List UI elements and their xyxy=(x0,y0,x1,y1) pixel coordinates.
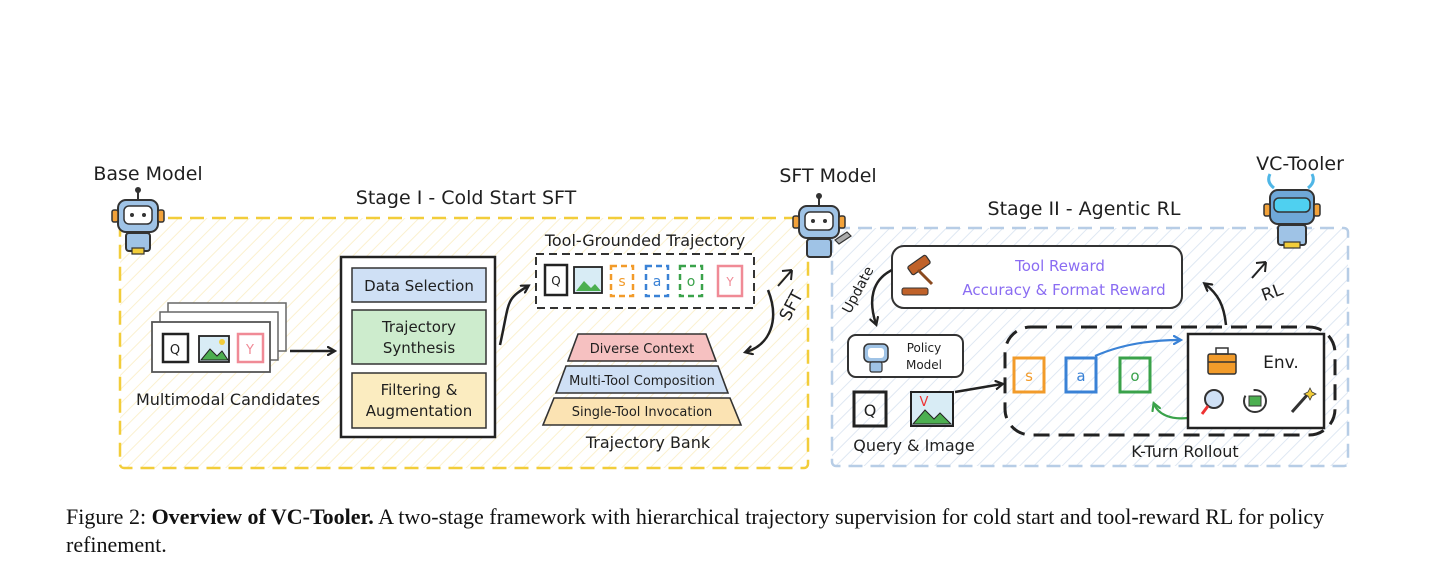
figure-caption: Figure 2: Overview of VC-Tooler. A two-s… xyxy=(66,503,1386,559)
svg-text:Q: Q xyxy=(170,343,180,358)
svg-text:a: a xyxy=(1076,367,1085,385)
multimodal-candidates-stack: Q Y xyxy=(151,302,287,373)
rollout-s-token xyxy=(1012,356,1046,394)
query-image-label: Query & Image xyxy=(853,436,974,455)
svg-text:Trajectory: Trajectory xyxy=(381,318,456,336)
svg-text:Synthesis: Synthesis xyxy=(383,339,456,357)
caption-rest: A two-stage framework with hierarchical … xyxy=(66,504,1325,557)
env-label: Env. xyxy=(1263,353,1299,373)
trajectory-synthesis-box xyxy=(351,309,487,365)
svg-text:V: V xyxy=(920,395,929,410)
filtering-box xyxy=(351,372,487,429)
toolbox-icon xyxy=(1207,347,1237,375)
tool-grounded-trajectory-label: Tool-Grounded Trajectory xyxy=(544,231,745,250)
svg-text:Filtering &: Filtering & xyxy=(381,381,458,399)
svg-text:Data Selection: Data Selection xyxy=(364,277,474,295)
arrow-env-to-observation xyxy=(1154,404,1189,420)
sft-model-robot-icon xyxy=(792,193,852,258)
sft-model-label: SFT Model xyxy=(779,165,876,187)
tool-grounded-trajectory-box xyxy=(535,253,755,309)
svg-text:Y: Y xyxy=(245,343,254,358)
base-model-robot-icon xyxy=(111,187,165,255)
reward-box xyxy=(891,245,1183,309)
svg-text:Single-Tool Invocation: Single-Tool Invocation xyxy=(572,405,713,420)
trajectory-bank-label: Trajectory Bank xyxy=(585,433,711,452)
arrow-trajectory-to-bank xyxy=(746,289,775,352)
multimodal-candidates-label: Multimodal Candidates xyxy=(136,390,320,409)
sft-arrow-icon xyxy=(777,269,793,287)
tool-reward-label: Tool Reward xyxy=(1014,257,1105,275)
svg-text:s: s xyxy=(618,274,625,290)
stage1-title: Stage I - Cold Start SFT xyxy=(356,187,577,209)
arrow-query-to-rollout xyxy=(954,384,1002,394)
answer-icon xyxy=(236,332,265,364)
zoom-icon xyxy=(1200,389,1224,415)
data-selection-box xyxy=(351,267,487,303)
vc-tooler-label: VC-Tooler xyxy=(1256,153,1344,175)
rotate-image-icon xyxy=(1243,389,1267,413)
svg-text:o: o xyxy=(1130,367,1139,385)
svg-text:Q: Q xyxy=(551,274,560,288)
query-image-image-icon: V xyxy=(910,391,954,427)
base-model-label: Base Model xyxy=(93,163,202,185)
accuracy-format-reward-label: Accuracy & Format Reward xyxy=(962,281,1165,299)
svg-text:s: s xyxy=(1025,367,1033,385)
svg-text:Model: Model xyxy=(906,358,942,372)
svg-text:Diverse Context: Diverse Context xyxy=(590,342,695,357)
svg-text:a: a xyxy=(653,274,662,290)
stage2-title: Stage II - Agentic RL xyxy=(988,198,1181,220)
magic-wand-icon xyxy=(1290,387,1317,413)
arrow-rollout-to-reward xyxy=(1205,284,1228,326)
vc-tooler-robot-icon xyxy=(1263,173,1321,249)
svg-text:o: o xyxy=(687,274,696,290)
k-turn-rollout-box xyxy=(1003,325,1337,437)
framework-diagram: Base Model SFT Model VC-Tooler Stage I -… xyxy=(93,153,1350,470)
query-icon xyxy=(161,332,190,364)
rollout-o-token xyxy=(1118,356,1152,394)
pyramid-top xyxy=(566,333,718,362)
svg-text:Y: Y xyxy=(725,275,734,289)
svg-text:Multi-Tool Composition: Multi-Tool Composition xyxy=(569,374,715,389)
svg-text:Policy: Policy xyxy=(907,341,942,355)
rl-arrow-icon xyxy=(1251,261,1267,279)
arrow-pipeline-to-trajectory xyxy=(498,286,528,346)
arrow-action-to-env xyxy=(1094,340,1180,358)
k-turn-rollout-label: K-Turn Rollout xyxy=(1131,442,1238,461)
svg-text:Augmentation: Augmentation xyxy=(366,402,472,420)
image-icon xyxy=(198,335,230,363)
env-box xyxy=(1186,332,1326,430)
arrow-reward-to-policy xyxy=(872,268,893,324)
rollout-a-token xyxy=(1064,356,1098,394)
query-image-query-icon xyxy=(852,390,888,428)
caption-prefix: Figure 2: xyxy=(66,504,152,529)
gavel-icon xyxy=(901,254,934,296)
svg-text:Q: Q xyxy=(864,401,877,420)
policy-robot-icon xyxy=(863,343,889,373)
caption-bold: Overview of VC-Tooler. xyxy=(151,504,374,529)
pyramid-bottom xyxy=(541,397,743,426)
pyramid-middle xyxy=(554,365,730,394)
